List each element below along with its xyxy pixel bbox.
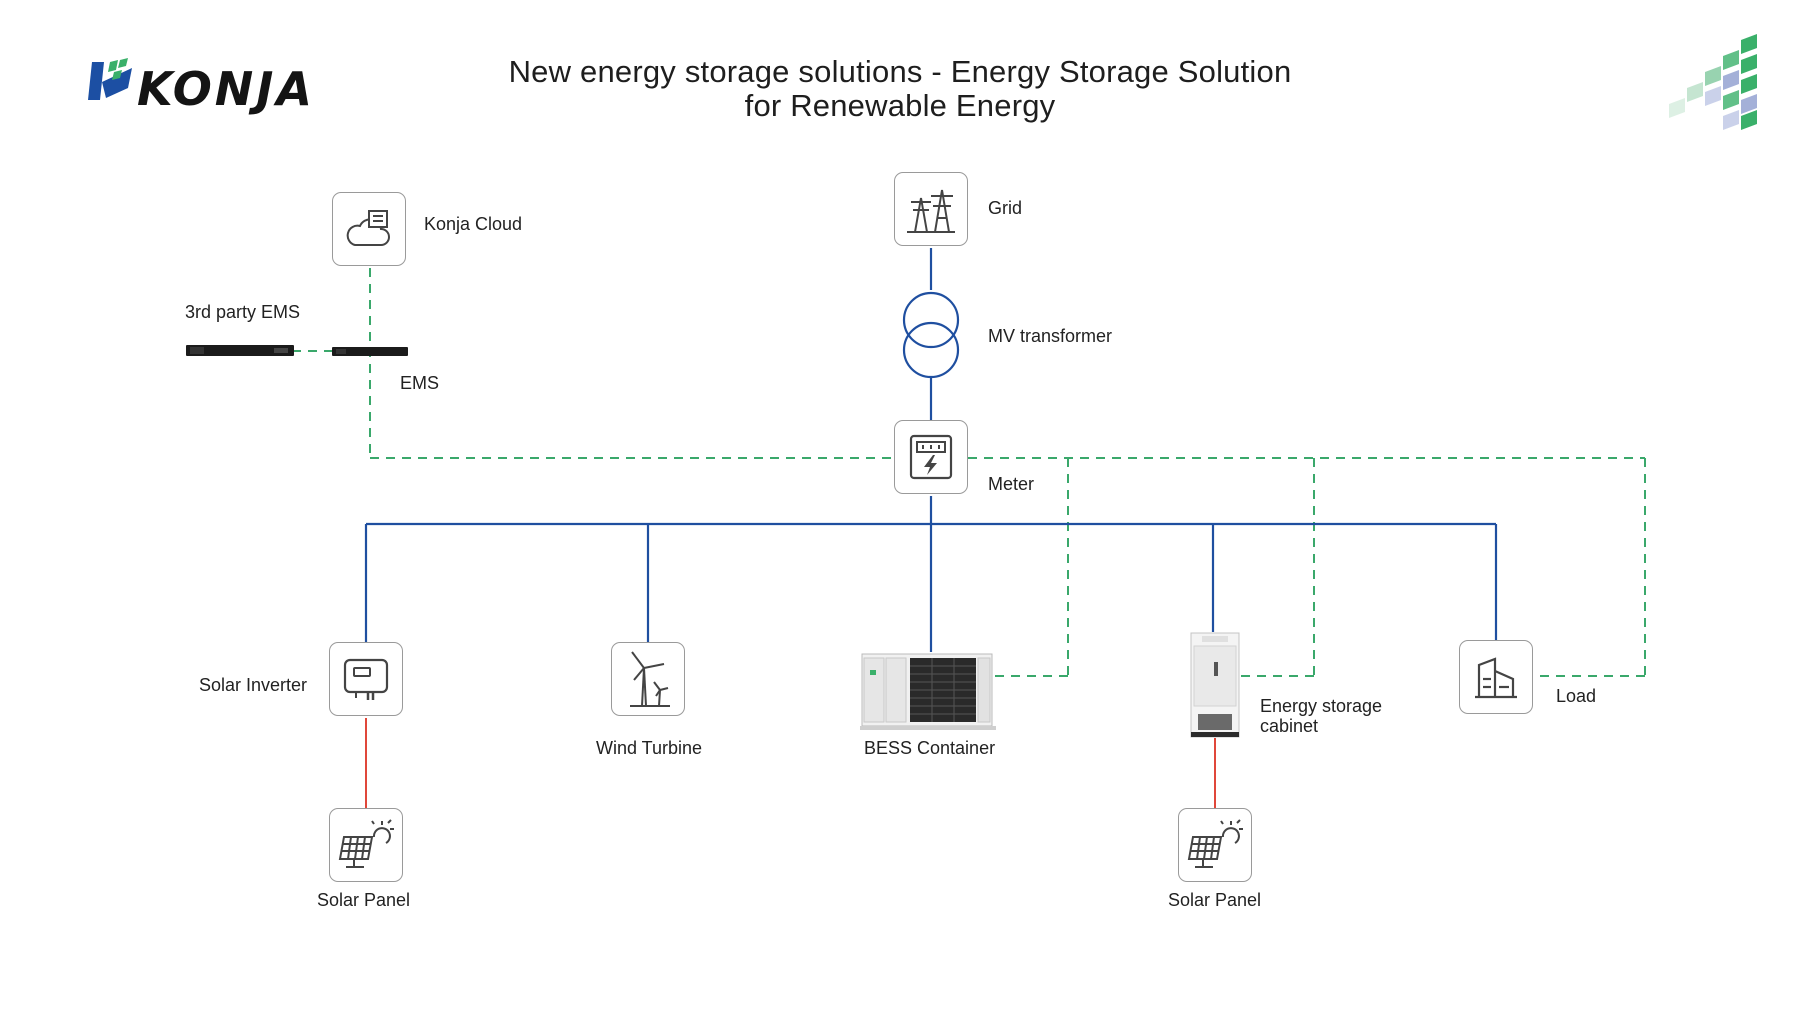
solar-panel-icon bbox=[338, 819, 394, 868]
bess-container-label: BESS Container bbox=[864, 738, 996, 758]
solar-panel-icon bbox=[1187, 819, 1243, 868]
grid-label: Grid bbox=[988, 198, 1023, 218]
solar-panel-right-label: Solar Panel bbox=[1168, 890, 1262, 910]
decorative-pattern-icon bbox=[1669, 34, 1757, 130]
third-party-ems-device[interactable] bbox=[186, 343, 294, 359]
brand-name: KONJA bbox=[137, 62, 316, 116]
energy-storage-cabinet-device[interactable] bbox=[1190, 632, 1240, 738]
power-lines bbox=[364, 248, 1498, 652]
solar-panel-right-node[interactable] bbox=[1178, 808, 1252, 882]
wind-turbine-node[interactable] bbox=[611, 642, 685, 716]
load-node[interactable] bbox=[1459, 640, 1533, 714]
konja-logo-mark-icon bbox=[88, 58, 132, 100]
grid-node[interactable] bbox=[894, 172, 968, 246]
energy-storage-cabinet-label-line-2: cabinet bbox=[1260, 716, 1319, 736]
konja-cloud-label: Konja Cloud bbox=[424, 214, 523, 234]
page-title-line-1: New energy storage solutions - Energy St… bbox=[508, 54, 1292, 89]
bess-container-device[interactable] bbox=[860, 650, 996, 732]
cloud-server-icon bbox=[346, 210, 390, 246]
communication-lines bbox=[292, 268, 1646, 677]
building-icon bbox=[1475, 657, 1517, 699]
solar-panel-left-node[interactable] bbox=[329, 808, 403, 882]
dc-lines bbox=[365, 718, 1216, 808]
solar-inverter-node[interactable] bbox=[329, 642, 403, 716]
page-title-line-2: for Renewable Energy bbox=[744, 88, 1056, 123]
ems-device[interactable] bbox=[332, 345, 408, 359]
meter-label: Meter bbox=[988, 474, 1035, 494]
third-party-ems-label: 3rd party EMS bbox=[185, 302, 301, 322]
electric-meter-icon bbox=[909, 434, 953, 480]
konja-cloud-node[interactable] bbox=[332, 192, 406, 266]
solar-inverter-icon bbox=[343, 658, 389, 700]
mv-transformer-label: MV transformer bbox=[988, 326, 1113, 346]
solar-panel-left-label: Solar Panel bbox=[317, 890, 411, 910]
load-label: Load bbox=[1556, 686, 1597, 706]
ems-label: EMS bbox=[400, 373, 440, 393]
power-tower-icon bbox=[907, 189, 955, 233]
energy-storage-cabinet-label-line-1: Energy storage bbox=[1260, 696, 1383, 716]
wind-turbine-label: Wind Turbine bbox=[596, 738, 703, 758]
meter-node[interactable] bbox=[894, 420, 968, 494]
wind-turbine-icon bbox=[630, 651, 670, 707]
solar-inverter-label: Solar Inverter bbox=[199, 675, 308, 695]
